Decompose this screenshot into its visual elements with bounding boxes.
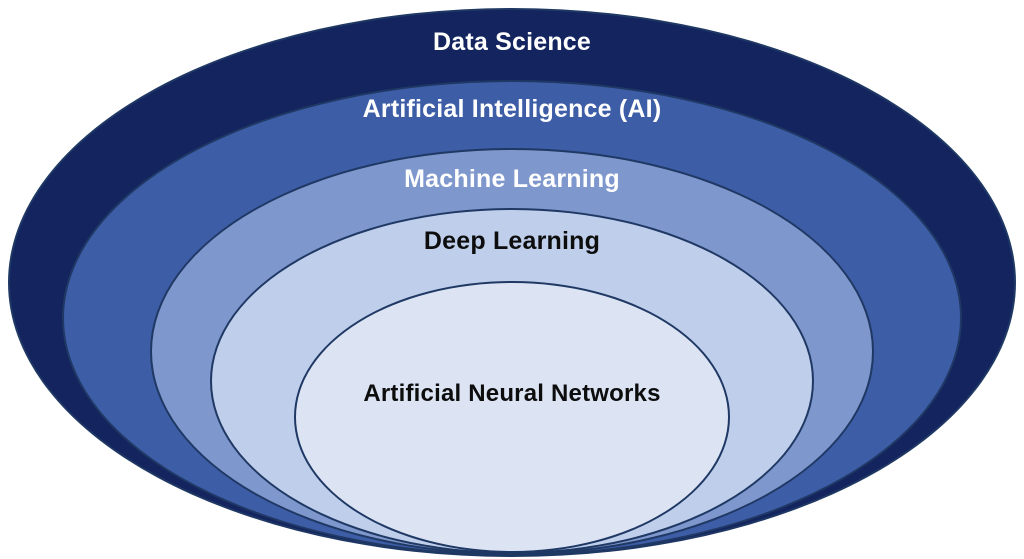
label-artificial-neural-networks: Artificial Neural Networks bbox=[363, 380, 661, 407]
label-deep-learning: Deep Learning bbox=[423, 227, 601, 255]
ellipse-artificial-neural-networks bbox=[294, 281, 730, 553]
label-artificial-intelligence: Artificial Intelligence (AI) bbox=[362, 95, 662, 123]
label-machine-learning: Machine Learning bbox=[404, 165, 620, 193]
label-data-science: Data Science bbox=[432, 28, 592, 56]
